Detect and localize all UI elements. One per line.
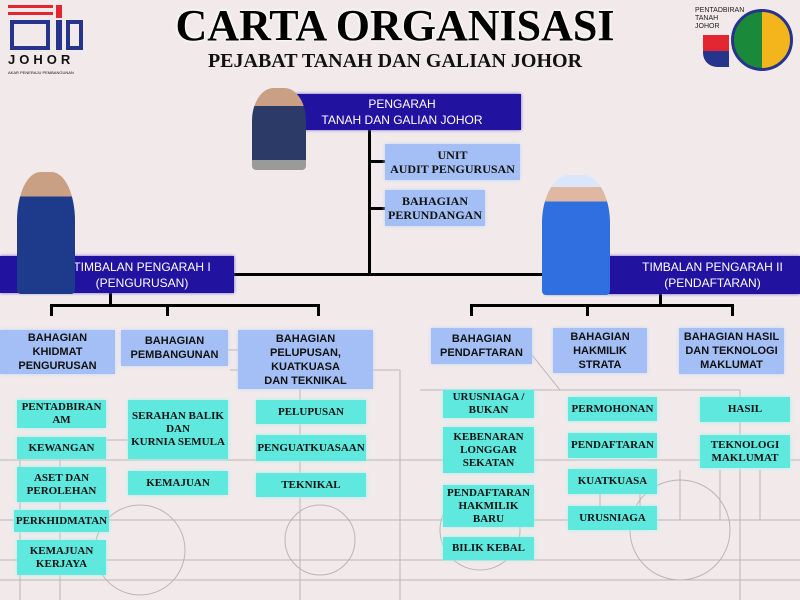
division-pendaftaran[interactable]: BAHAGIAN PENDAFTARAN — [431, 328, 532, 364]
division-pelupusan-kuatkuasa-teknikal[interactable]: BAHAGIAN PELUPUSAN, KUATKUASA DAN TEKNIK… — [238, 330, 373, 389]
unit-pendaftaran-strata[interactable]: PENDAFTARAN — [568, 433, 657, 458]
logo-tagline: AKAR PENERAJU PEMBANGUNAN — [8, 70, 74, 75]
unit-perkhidmatan[interactable]: PERKHIDMATAN — [14, 510, 109, 532]
director-title: PENGARAH — [368, 97, 436, 111]
director-box[interactable]: PENGARAH TANAH DAN GALIAN JOHOR — [283, 94, 521, 130]
unit-pendaftaran-hakmilik-baru[interactable]: PENDAFTARAN HAKMILIK BARU — [443, 485, 534, 527]
connector — [317, 304, 320, 316]
connector — [166, 304, 169, 316]
unit-kemajuan-kerjaya[interactable]: KEMAJUAN KERJAYA — [17, 540, 106, 575]
unit-pelupusan[interactable]: PELUPUSAN — [256, 400, 366, 424]
connector — [368, 207, 385, 210]
connector — [368, 130, 371, 276]
unit-aset-perolehan[interactable]: ASET DAN PEROLEHAN — [17, 467, 106, 502]
unit-bilik-kebal[interactable]: BILIK KEBAL — [443, 537, 534, 560]
unit-hasil[interactable]: HASIL — [700, 397, 790, 422]
connector — [470, 304, 473, 316]
director-department: TANAH DAN GALIAN JOHOR — [321, 113, 483, 127]
pentadbiran-tanah-johor-logo: PENTADBIRAN TANAH JOHOR — [695, 5, 800, 75]
connector — [50, 304, 53, 316]
connector — [109, 293, 112, 305]
unit-permohonan[interactable]: PERMOHONAN — [568, 397, 657, 421]
unit-kewangan[interactable]: KEWANGAN — [17, 437, 106, 459]
ptg-johor-logo: JOHOR AKAR PENERAJU PEMBANGUNAN — [8, 5, 83, 77]
connector — [731, 304, 734, 316]
unit-kebenaran-longgar-sekatan[interactable]: KEBENARAN LONGGAR SEKATAN — [443, 427, 534, 473]
division-hasil-teknologi-maklumat[interactable]: BAHAGIAN HASIL DAN TEKNOLOGI MAKLUMAT — [679, 328, 784, 374]
unit-urusniaga[interactable]: URUSNIAGA — [568, 506, 657, 530]
deputy-director-1-photo — [17, 172, 75, 294]
page-subtitle: PEJABAT TANAH DAN GALIAN JOHOR — [207, 50, 583, 72]
connector — [470, 304, 734, 307]
unit-kemajuan[interactable]: KEMAJUAN — [128, 471, 228, 495]
division-hakmilik-strata[interactable]: BAHAGIAN HAKMILIK STRATA — [553, 328, 647, 373]
deputy-director-2-photo — [542, 175, 610, 295]
unit-pentadbiran-am[interactable]: PENTADBIRAN AM — [17, 400, 106, 428]
connector — [659, 294, 662, 305]
unit-teknikal[interactable]: TEKNIKAL — [256, 473, 366, 497]
unit-teknologi-maklumat[interactable]: TEKNOLOGI MAKLUMAT — [700, 435, 790, 468]
unit-penguatkuasaan[interactable]: PENGUATKUASAAN — [256, 435, 366, 461]
division-khidmat-pengurusan[interactable]: BAHAGIAN KHIDMAT PENGURUSAN — [0, 330, 115, 374]
division-pembangunan[interactable]: BAHAGIAN PEMBANGUNAN — [121, 330, 228, 366]
logo-name: JOHOR — [8, 52, 75, 67]
connector — [586, 304, 589, 316]
unit-serahan-balik[interactable]: SERAHAN BALIK DAN KURNIA SEMULA — [128, 400, 228, 459]
connector — [50, 304, 320, 307]
director-photo — [252, 88, 306, 170]
page-title: CARTA ORGANISASI — [175, 1, 615, 50]
unit-urusniaga-bukan[interactable]: URUSNIAGA / BUKAN — [443, 390, 534, 418]
unit-kuatkuasa[interactable]: KUATKUASA — [568, 469, 657, 494]
connector — [234, 273, 546, 276]
connector — [368, 160, 385, 163]
